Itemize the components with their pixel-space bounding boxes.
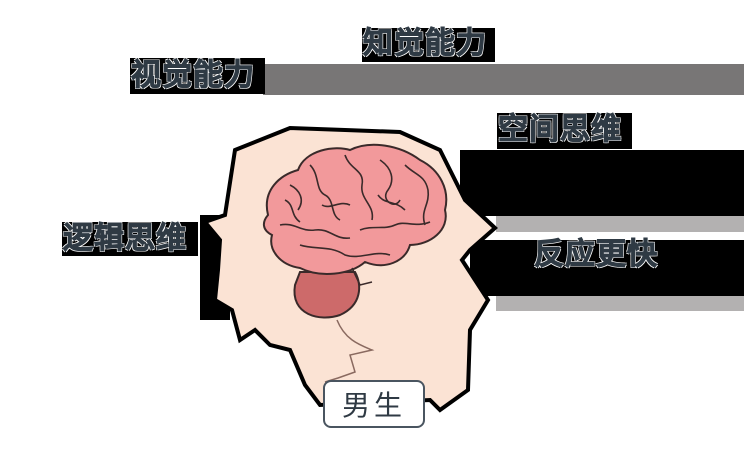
label-logic: 逻辑思维 — [63, 221, 187, 256]
jaw-line — [324, 319, 375, 383]
black-block — [460, 150, 744, 216]
black-block — [497, 113, 632, 149]
black-block — [362, 28, 495, 62]
label-reaction: 反应更快 — [534, 237, 658, 272]
label-perception: 知觉能力 — [363, 26, 487, 61]
gender-badge: 男生 — [323, 380, 425, 428]
black-block — [470, 240, 744, 296]
brain — [262, 143, 448, 275]
gray-bar — [496, 296, 744, 311]
label-visual: 视觉能力 — [131, 58, 255, 93]
label-spatial: 空间思维 — [498, 112, 622, 147]
gray-bar — [496, 216, 744, 232]
gray-bar — [263, 64, 744, 95]
cerebellum — [293, 271, 361, 319]
brain-folds — [279, 154, 431, 286]
black-block — [62, 222, 198, 256]
black-block — [130, 58, 265, 94]
